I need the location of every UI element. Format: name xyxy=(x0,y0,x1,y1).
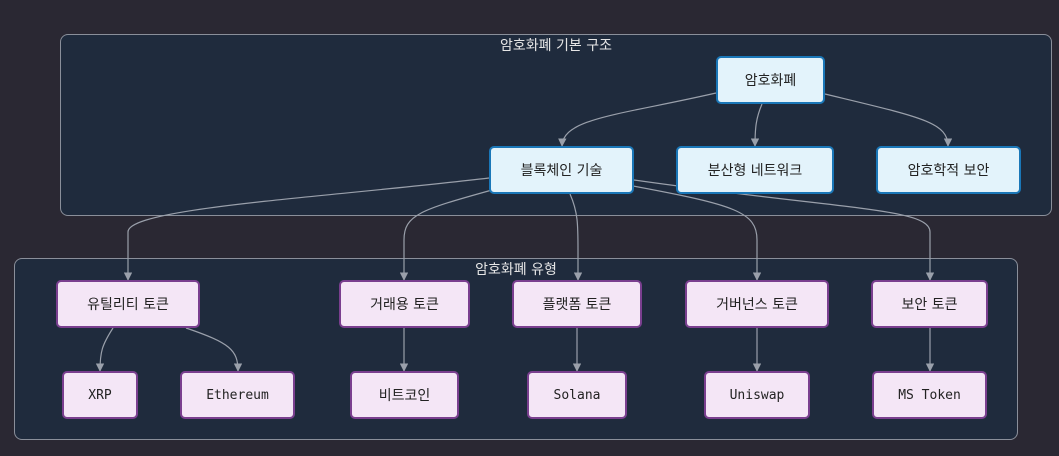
node-platform-token: 플랫폼 토큰 xyxy=(512,280,642,328)
node-crypto: 암호화폐 xyxy=(716,56,825,104)
node-cryptographic-security: 암호학적 보안 xyxy=(876,146,1021,194)
node-xrp: XRP xyxy=(62,371,138,419)
edge-blockchain-governance xyxy=(632,185,762,281)
edge-utility-ethereum xyxy=(185,327,243,372)
edge-crypto-blockchain xyxy=(558,92,717,147)
node-security-token: 보안 토큰 xyxy=(871,280,988,328)
node-ethereum: Ethereum xyxy=(180,371,295,419)
edge-crypto-network xyxy=(750,103,763,147)
edge-blockchain-platform xyxy=(569,193,583,281)
node-uniswap: Uniswap xyxy=(704,371,810,419)
node-distributed-network: 분산형 네트워크 xyxy=(676,146,834,194)
edge-crypto-security xyxy=(824,93,953,147)
node-ms-token: MS Token xyxy=(872,371,987,419)
node-governance-token: 거버넌스 토큰 xyxy=(685,280,829,328)
edge-blockchain-utility xyxy=(123,177,490,281)
cluster-basic-title: 암호화폐 기본 구조 xyxy=(500,38,612,54)
edge-blockchain-exchange xyxy=(399,189,493,281)
edge-utility-xrp xyxy=(95,327,114,372)
cluster-types-title: 암호화폐 유형 xyxy=(475,262,557,278)
node-utility-token: 유틸리티 토큰 xyxy=(56,280,200,328)
node-solana: Solana xyxy=(527,371,627,419)
node-blockchain: 블록체인 기술 xyxy=(489,146,634,194)
node-exchange-token: 거래용 토큰 xyxy=(339,280,470,328)
node-bitcoin: 비트코인 xyxy=(350,371,459,419)
